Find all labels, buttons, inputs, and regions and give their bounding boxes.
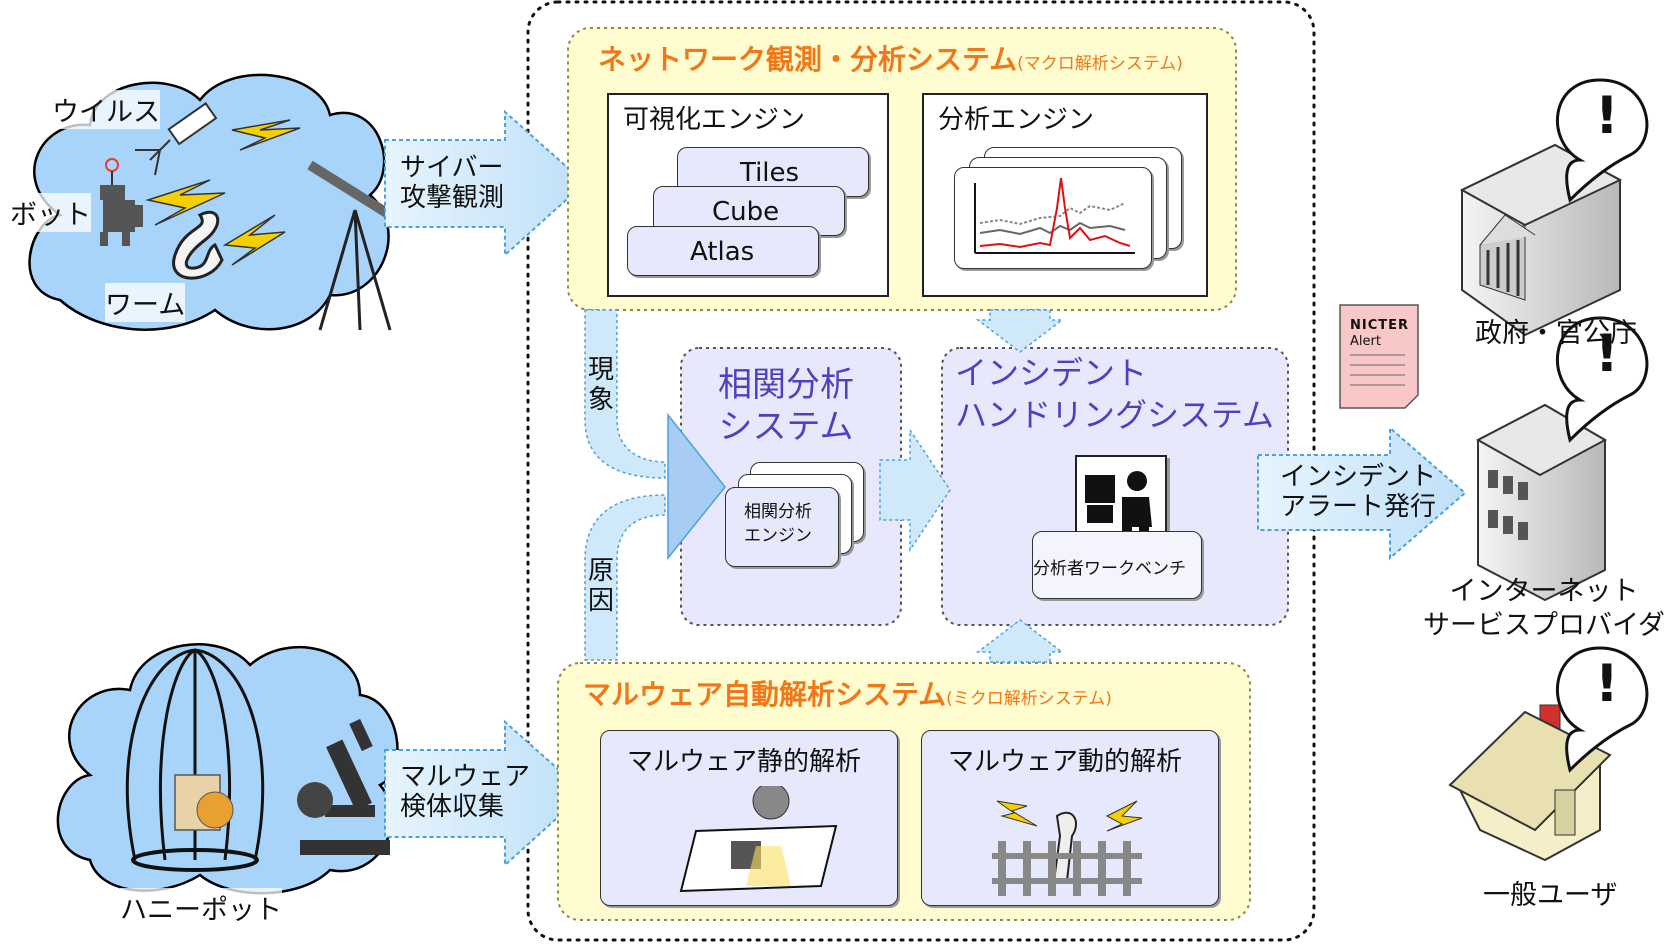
worm-icon — [172, 210, 224, 280]
virus-icon — [135, 102, 218, 176]
arrow-observation-label: サイバー攻撃観測 — [400, 153, 505, 213]
graph-card — [954, 167, 1152, 269]
phenomenon-label: 現象 — [588, 355, 615, 415]
general-user-label: 一般ユーザ — [1483, 880, 1618, 911]
exclamation-icon-gov: ! — [1595, 86, 1619, 146]
arrow-collection — [384, 719, 587, 868]
flow-cause — [584, 494, 666, 661]
spike-graph-icon — [974, 177, 1135, 254]
viz-engine-title: 可視化エンジン — [623, 105, 806, 135]
alert-arrow-label: インシデントアラート発行 — [1280, 462, 1437, 522]
incident-title: インシデントハンドリングシステム — [955, 354, 1275, 434]
alert-doc-logo: NICTER — [1350, 318, 1410, 333]
telescope-icon — [307, 160, 393, 331]
correlation-title: 相関分析システム — [718, 365, 854, 447]
arrow-corr-to-incident — [879, 427, 951, 553]
worm-label: ワーム — [105, 283, 186, 322]
arrow-alert — [1257, 425, 1467, 561]
dynamic-analysis-card: マルウェア動的解析 — [921, 730, 1219, 906]
cyber-cloud — [28, 73, 390, 331]
microscope-icon — [297, 718, 390, 855]
bait-icon — [196, 791, 234, 829]
alert-document-icon — [1339, 304, 1419, 409]
outer-system-boundary — [526, 0, 1316, 942]
arrow-net-to-incident — [975, 309, 1065, 353]
exclamation-icon-isp: ! — [1595, 324, 1619, 384]
government-label: 政府・官公庁 — [1475, 318, 1637, 349]
bot-label: ボット — [10, 193, 91, 232]
speech-bubbles — [1556, 78, 1649, 773]
isp-building-icon — [1475, 403, 1608, 602]
analysis-engine-title: 分析エンジン — [938, 105, 1095, 135]
alert-doc-lines — [1350, 354, 1405, 386]
alert-doc-text: Alert — [1350, 334, 1381, 349]
sandbox-fence-icon — [992, 800, 1143, 896]
cause-label: 原因 — [588, 556, 615, 616]
arrow-observation — [384, 109, 587, 258]
viz-card-atlas: Atlas — [627, 226, 819, 276]
correlation-engine-card: 相関分析エンジン — [725, 487, 839, 567]
analyst-workbench-card: 分析者ワークベンチ — [1032, 531, 1202, 599]
flow-phenomenon — [584, 309, 666, 479]
flow-merge-arrow — [667, 412, 726, 561]
analysis-engine-box: 分析エンジン — [922, 93, 1208, 297]
virus-label: ウイルス — [52, 90, 160, 129]
surgery-icon — [679, 786, 838, 893]
honeypot-label: ハニーポット — [120, 888, 282, 927]
government-building-icon — [1459, 143, 1623, 337]
bot-icon — [100, 158, 143, 246]
arrow-collection-label: マルウェア検体収集 — [400, 762, 531, 822]
malware-title: マルウェア自動解析システム(ミクロ解析システム) — [583, 678, 1112, 711]
exclamation-icon-user: ! — [1595, 654, 1619, 714]
static-analysis-card: マルウェア静的解析 — [600, 730, 898, 906]
lightning-icons — [145, 119, 301, 266]
viz-engine-box: 可視化エンジン Tiles Cube Atlas — [607, 93, 889, 297]
isp-label: インターネットサービスプロバイダ — [1423, 576, 1665, 641]
network-title: ネットワーク観測・分析システム(マクロ解析システム) — [598, 43, 1183, 76]
arrow-mal-to-incident — [975, 619, 1065, 663]
